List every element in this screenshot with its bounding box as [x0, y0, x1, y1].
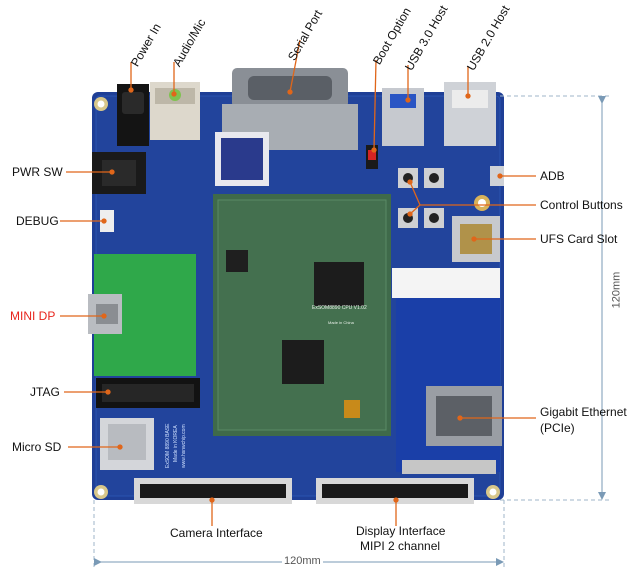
base-website: www.hsnwchip.com: [181, 424, 187, 468]
base-silkscreen: ExSOM 8890 BASE: [165, 423, 171, 468]
label-mini-dp: MINI DP: [10, 309, 56, 323]
dimension-width: 120mm: [282, 555, 323, 567]
label-camera-interface: Camera Interface: [170, 526, 263, 540]
label-debug: DEBUG: [16, 214, 59, 228]
base-made-korea: Made in KOREA: [173, 425, 179, 462]
label-pwr-sw: PWR SW: [12, 165, 63, 179]
pcie-slot: [392, 268, 500, 298]
dimension-height: 120mm: [610, 269, 623, 311]
module-made-in: Made in China: [328, 320, 354, 325]
label-adb: ADB: [540, 169, 565, 183]
control-buttons: [398, 168, 444, 228]
label-gigabit-ethernet-pcie: (PCIe): [540, 421, 575, 435]
label-display-mipi: MIPI 2 channel: [360, 539, 441, 553]
module-silkscreen: ExSOM8890 CPU V1.02: [312, 305, 367, 311]
adb-connector: [490, 166, 504, 186]
leader-lines: [60, 39, 536, 526]
debug-connector: [100, 210, 114, 232]
label-control-buttons: Control Buttons: [540, 198, 623, 212]
label-gigabit-ethernet: Gigabit Ethernet: [540, 405, 627, 419]
label-display-interface: Display Interface: [356, 524, 446, 538]
label-micro-sd: Micro SD: [12, 440, 62, 454]
label-jtag: JTAG: [30, 385, 60, 399]
label-ufs-card-slot: UFS Card Slot: [540, 232, 618, 246]
